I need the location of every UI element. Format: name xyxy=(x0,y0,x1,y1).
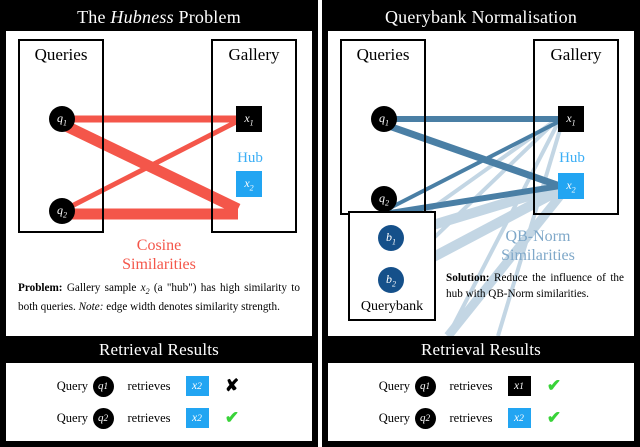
edges-svg-hubness xyxy=(60,115,241,220)
similarity-label-line2: Similarities xyxy=(122,256,196,273)
similarity-label-qb-line2: Similarities xyxy=(501,247,575,264)
results-row-2-qb-verb: retrieves xyxy=(449,410,493,425)
query-node-q1-label: q1 xyxy=(57,110,67,128)
caption-bold-problem: Problem: xyxy=(18,282,63,294)
graph-area-hubness: Queries Gallery q1 q2 x1 Hub x2 Cosine xyxy=(6,31,312,336)
gallery-item-x2-hub-qb: x2 xyxy=(558,173,584,199)
caption-problem: Problem: Gallery sample x2 (a "hub") has… xyxy=(18,281,300,331)
queries-label-qbnorm: Queries xyxy=(356,45,410,64)
gallery-item-x1: x1 xyxy=(236,106,262,132)
queries-label-hubness: Queries xyxy=(34,45,88,64)
query-node-q2: q2 xyxy=(49,198,75,224)
edge-q2-x1-qb xyxy=(383,119,561,213)
results-row-1-qb-mark-check: ✔ xyxy=(546,376,562,395)
results-row-1-qb-query-label: Query xyxy=(378,378,410,393)
gallery-item-x2-hub: x2 xyxy=(236,171,262,197)
bank-node-b1: b1 xyxy=(378,225,404,251)
gallery-box-hubness xyxy=(211,39,297,233)
similarity-label-qbnorm: QB-Norm Similarities xyxy=(448,227,628,265)
gallery-item-x1-qb-label: x1 xyxy=(566,110,576,128)
results-header-hubness: Retrieval Results xyxy=(6,338,312,362)
edge-q1-x2-qb xyxy=(384,121,562,190)
results-header-qbnorm: Retrieval Results xyxy=(328,338,634,362)
panel-qbnorm: Querybank Normalisation Queries G xyxy=(322,0,640,447)
query-node-q2-label: q2 xyxy=(57,202,67,220)
gallery-item-x1-label: x1 xyxy=(244,110,254,128)
edge-bank-extra-3 xyxy=(444,188,568,339)
results-row-1-query-label: Query xyxy=(56,378,88,393)
query-node-q2-qb: q2 xyxy=(371,186,397,212)
results-row-1-mark-cross: ✘ xyxy=(224,376,240,395)
gallery-item-x2-label: x2 xyxy=(244,175,254,193)
gallery-label-hubness: Gallery xyxy=(228,45,280,64)
similarity-label-cosine: Cosine Similarities xyxy=(66,236,252,274)
bank-node-b2-label: b2 xyxy=(386,271,396,289)
bank-node-b1-label: b1 xyxy=(386,229,396,247)
caption-bold-solution: Solution: xyxy=(446,272,490,284)
query-node-q1: q1 xyxy=(49,106,75,132)
results-row-1-qb-verb: retrieves xyxy=(449,378,493,393)
gallery-item-x1-qb: x1 xyxy=(558,106,584,132)
title-suffix: Problem xyxy=(173,7,241,27)
similarity-label-qb-line1: QB-Norm xyxy=(505,228,571,245)
results-row-2-qb-mark-check: ✔ xyxy=(546,408,562,427)
gallery-item-x2-qb-label: x2 xyxy=(566,177,576,195)
results-row-2-verb: retrieves xyxy=(127,410,171,425)
caption-text-solution: Reduce the influence of the hub with QB-… xyxy=(446,272,624,300)
query-node-q1-qb: q1 xyxy=(371,106,397,132)
edge-q2-x2-qb xyxy=(383,183,561,217)
gallery-label-qbnorm: Gallery xyxy=(550,45,602,64)
hub-label-qbnorm: Hub xyxy=(559,150,585,166)
edge-bank-extra-1 xyxy=(446,118,562,337)
results-row-2-mark-check: ✔ xyxy=(224,408,240,427)
edge-q1-x2 xyxy=(61,120,241,214)
caption-text-problem: Gallery sample x2 (a "hub") has high sim… xyxy=(18,282,300,313)
hub-label-hubness: Hub xyxy=(237,150,263,166)
panel-hubness: The Hubness Problem Queries Gallery xyxy=(0,0,318,447)
results-row-2-query-label: Query xyxy=(56,410,88,425)
graph-area-qbnorm: Queries Gallery q1 q2 x1 Hub x2 b1 b2 xyxy=(328,31,634,339)
query-node-q1-qb-label: q1 xyxy=(379,110,389,128)
gallery-box-qbnorm xyxy=(533,39,619,215)
results-row-1-verb: retrieves xyxy=(127,378,171,393)
results-row-2-qb-query-label: Query xyxy=(378,410,410,425)
querybank-label: Querybank xyxy=(360,299,424,314)
title-prefix: The xyxy=(77,7,111,27)
bank-node-b2: b2 xyxy=(378,267,404,293)
title-italic: Hubness xyxy=(110,7,174,27)
panel-title-hubness: The Hubness Problem xyxy=(6,4,312,30)
panel-title-qbnorm: Querybank Normalisation xyxy=(328,4,634,30)
queries-box-hubness xyxy=(18,39,104,233)
query-node-q2-qb-label: q2 xyxy=(379,190,389,208)
caption-solution: Solution: Reduce the influence of the hu… xyxy=(446,271,624,331)
similarity-label-line1: Cosine xyxy=(136,237,182,254)
